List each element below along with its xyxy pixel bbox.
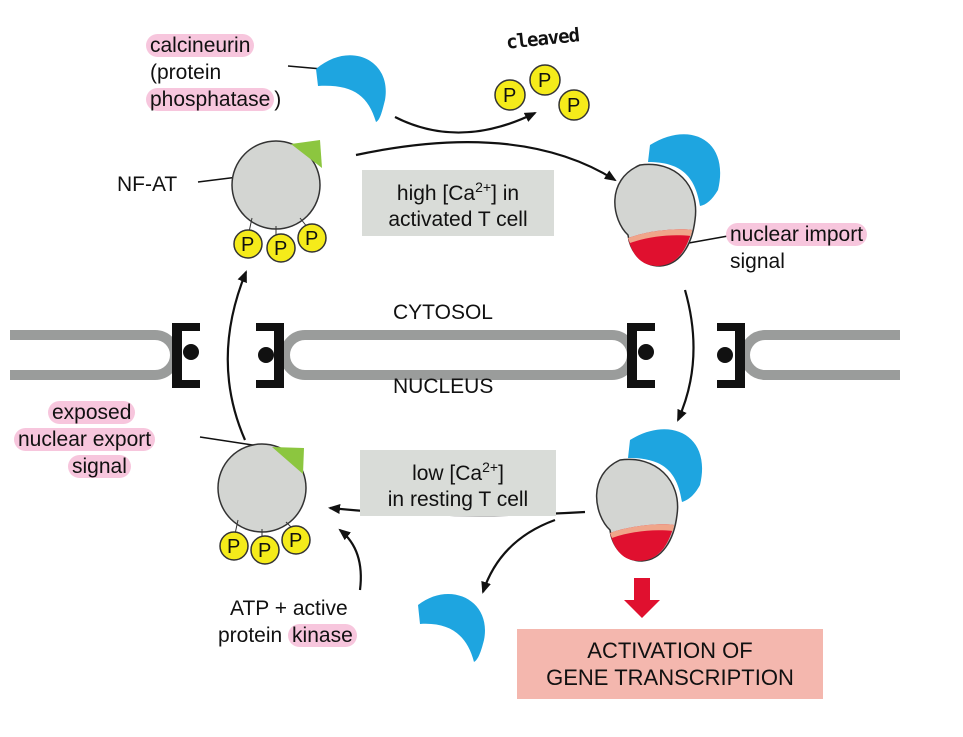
phosphatase-label: phosphatase) (146, 87, 281, 112)
low-calcium-line1: low [Ca2+] (360, 454, 556, 487)
low-calcium-line2: in resting T cell (387, 487, 529, 511)
phosphate-label: P (258, 540, 272, 562)
activation-line1: ACTIVATION OF (587, 638, 753, 663)
activation-arrow (624, 578, 660, 618)
phosphatase-text: phosphatase (146, 88, 275, 111)
nfat-phosphorylated-top (231, 140, 327, 263)
exposed-label: exposed (48, 400, 136, 425)
calcineurin-released (418, 593, 485, 662)
nuclear-import-signal-label: signal (730, 250, 785, 273)
calcineurin-label: calcineurin (146, 33, 255, 58)
high-calcium-box: high [Ca2+] in activated T cell (362, 170, 554, 236)
phosphate-label: P (567, 95, 581, 117)
protein-text: protein (218, 624, 289, 647)
cytosol-label: CYTOSOL (393, 301, 493, 324)
phosphate-label: P (503, 85, 517, 107)
phosphate-label: P (274, 238, 288, 260)
phosphate-label: P (538, 70, 552, 92)
nuclear-pore-left (172, 323, 284, 388)
low-calcium-suffix: ] (498, 461, 504, 485)
low-calcium-sup: 2+ (482, 458, 499, 475)
activation-line2: GENE TRANSCRIPTION (546, 665, 794, 690)
high-calcium-line2: activated T cell (388, 207, 528, 231)
nuclear-export-text: nuclear export (14, 428, 156, 451)
cleaved-phosphates (494, 64, 590, 121)
nfat-dephosphorylated-nucleus (595, 429, 703, 562)
high-calcium-prefix: high [Ca (396, 181, 476, 205)
phosphatase-close: ) (274, 88, 282, 111)
export-signal-label: signal (68, 454, 131, 479)
low-calcium-prefix: low [Ca (412, 461, 483, 485)
high-calcium-line1: high [Ca2+] in (362, 174, 554, 207)
protein-kinase-label: protein kinase (218, 623, 357, 648)
phosphate-label: P (227, 536, 241, 558)
nfat-dephosphorylated-cytosol (614, 134, 721, 267)
protein-label: (protein (150, 61, 222, 84)
nfat-label: NF-AT (117, 173, 178, 196)
nfat-phosphorylated-nucleus (217, 443, 311, 565)
nuclear-import-label: nuclear import (726, 222, 868, 247)
calcineurin-text: calcineurin (146, 34, 255, 57)
phosphate-label: P (241, 234, 255, 256)
nuclear-envelope (10, 330, 900, 380)
calcineurin-shape (316, 55, 386, 122)
export-signal-text: signal (68, 455, 131, 478)
atp-label: ATP + active (230, 597, 348, 620)
nuclear-import-text: nuclear import (726, 223, 868, 246)
high-calcium-suffix: ] in (491, 181, 520, 205)
exposed-text: exposed (48, 401, 136, 424)
phosphate-label: P (305, 228, 319, 250)
low-calcium-box: low [Ca2+] in resting T cell (360, 450, 556, 516)
nuclear-pore-right (627, 323, 745, 388)
high-calcium-sup: 2+ (475, 178, 492, 195)
activation-box: ACTIVATION OF GENE TRANSCRIPTION (517, 629, 823, 699)
nucleus-label: NUCLEUS (393, 375, 494, 398)
nuclear-export-label: nuclear export (14, 427, 156, 452)
kinase-text: kinase (288, 624, 357, 647)
phosphate-label: P (289, 530, 303, 552)
